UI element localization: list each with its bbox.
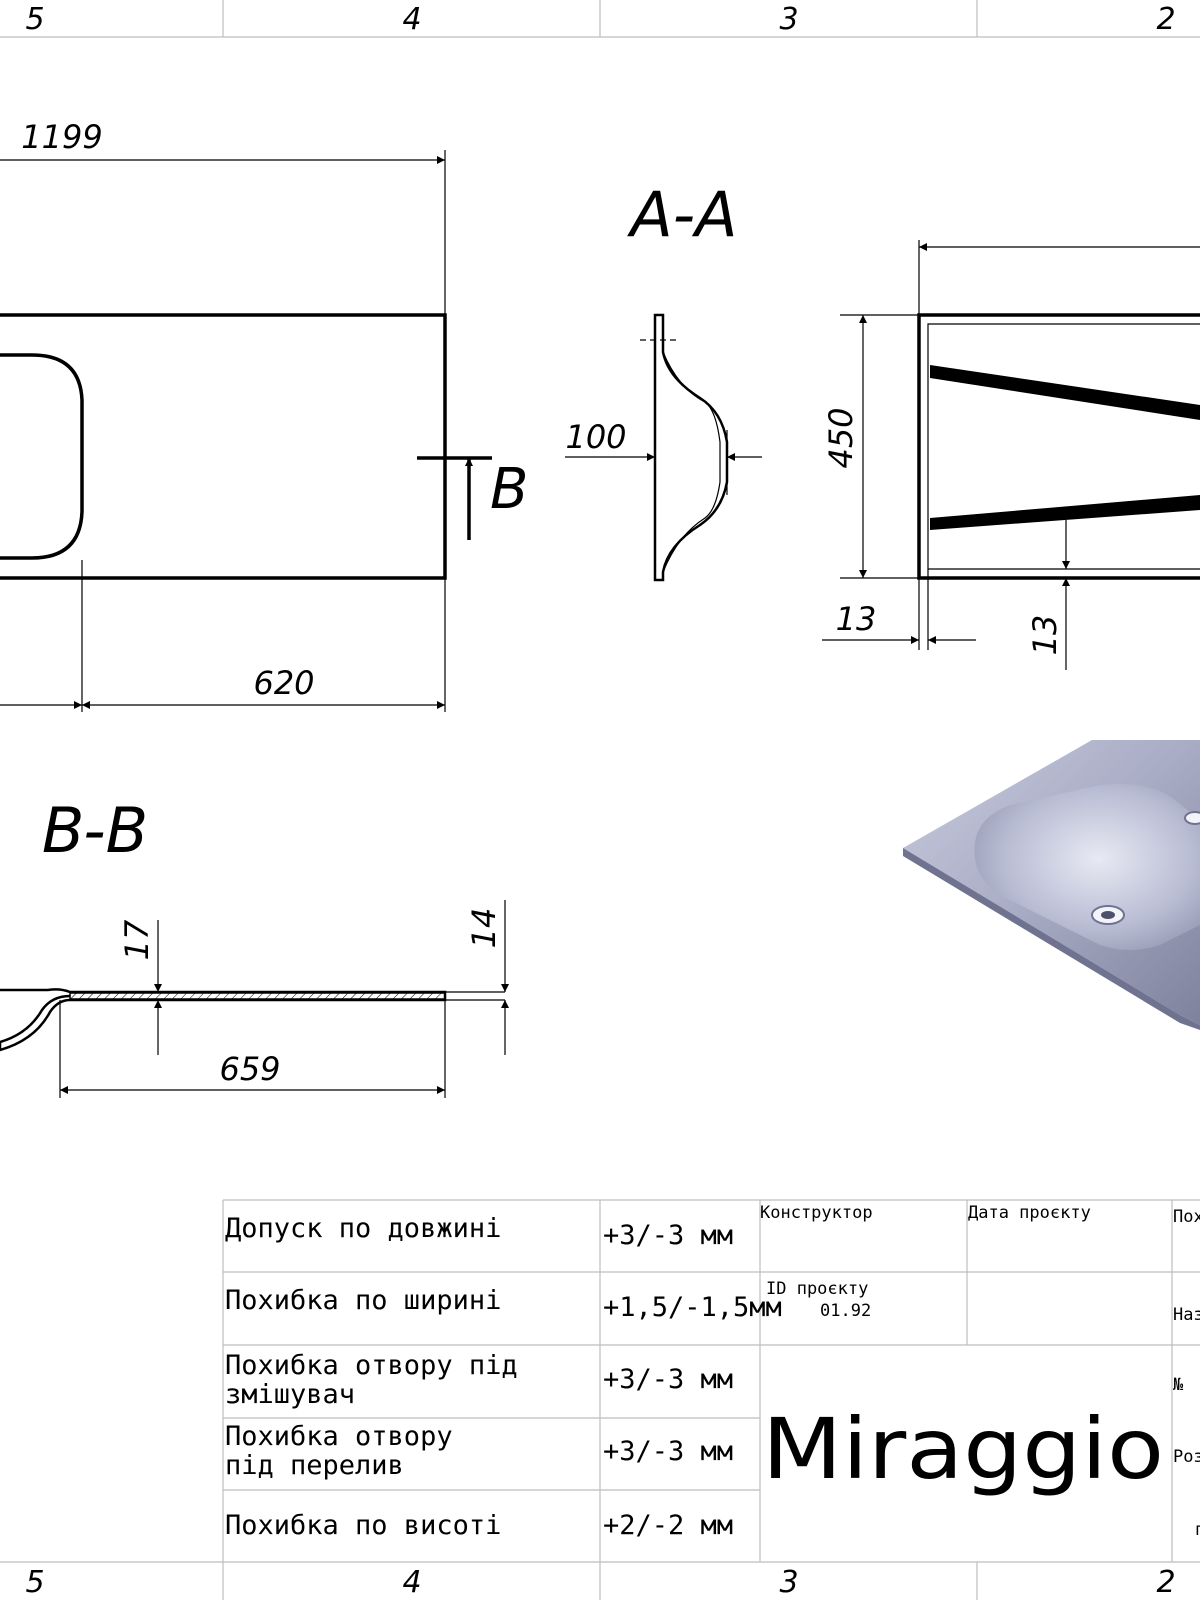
frame-bottom-row: 5 4 3 2 <box>0 1561 1200 1600</box>
dim-thickness-17: 17 <box>118 919 156 960</box>
section-bb: B-B 17 14 659 <box>0 794 509 1098</box>
zone-number: 2 <box>1156 1565 1175 1600</box>
zone-number: 3 <box>779 1565 798 1600</box>
tolerance-label: Похибка по ширині <box>225 1285 501 1316</box>
tolerance-value: +3/-3 мм <box>603 1220 733 1251</box>
dim-thickness-14: 14 <box>465 908 503 949</box>
edge-label: № <box>1173 1375 1184 1395</box>
dim-overall-length: 1199 <box>21 118 102 156</box>
dim-width: 450 <box>822 407 860 468</box>
zone-number: 5 <box>25 1565 44 1600</box>
dim-edge-bottom: 13 <box>1026 615 1064 656</box>
designer-label: Конструктор <box>760 1203 873 1223</box>
zone-number: 3 <box>779 2 798 37</box>
tolerance-label: Похибка по висоті <box>225 1510 501 1541</box>
edge-label: Пох <box>1173 1207 1200 1227</box>
tolerance-value: +3/-3 мм <box>603 1364 733 1395</box>
tolerance-value: +2/-2 мм <box>603 1510 733 1541</box>
tolerance-label: Допуск по довжині <box>225 1213 501 1244</box>
tolerance-label-line2: змішувач <box>225 1379 355 1410</box>
tolerance-label: Похибка отвору <box>225 1421 453 1452</box>
zone-number: 2 <box>1156 2 1175 37</box>
dim-edge-left: 13 <box>836 600 877 638</box>
tolerance-label: Похибка отвору під <box>225 1350 518 1381</box>
id-label: ID проєкту <box>766 1279 868 1299</box>
edge-label: Наз <box>1173 1305 1200 1325</box>
edge-label: п <box>1195 1520 1200 1540</box>
dim-section-depth: 100 <box>565 418 626 456</box>
top-view: 1199 620 B <box>0 118 528 712</box>
section-aa-title: A-A <box>626 178 737 251</box>
section-bb-title: B-B <box>42 794 148 867</box>
frame-top-row: 5 4 3 2 <box>0 0 1200 38</box>
section-b-marker: B <box>490 457 528 522</box>
brand-logo: Miraggio <box>762 1400 1164 1498</box>
date-label: Дата проєкту <box>968 1203 1091 1223</box>
tolerance-value: +3/-3 мм <box>603 1436 733 1467</box>
title-block: Допуск по довжині +3/-3 мм Похибка по ши… <box>222 1199 1200 1562</box>
dim-bowl-offset: 620 <box>253 664 314 702</box>
tolerance-value: +1,5/-1,5мм <box>603 1292 782 1323</box>
basin-3d-render <box>903 740 1200 1030</box>
zone-number: 4 <box>402 2 421 37</box>
dim-length-659: 659 <box>219 1050 280 1088</box>
zone-number: 5 <box>25 2 44 37</box>
tolerance-label-line2: під перелив <box>225 1450 404 1481</box>
edge-label: Роз <box>1173 1447 1200 1467</box>
zone-number: 4 <box>402 1565 421 1600</box>
side-view: 450 13 13 <box>822 240 1200 670</box>
id-value: 01.92 <box>820 1301 871 1321</box>
section-aa: A-A 100 <box>565 178 762 582</box>
